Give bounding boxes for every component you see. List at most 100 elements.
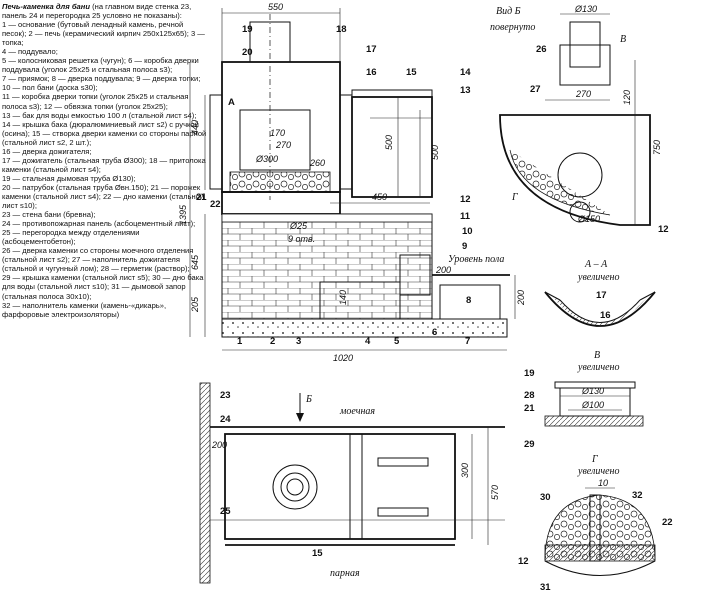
callout-2: 2	[270, 336, 275, 347]
dim-270: 270	[275, 140, 291, 150]
view-b-pipe	[569, 201, 591, 223]
callout-21-v: 21	[524, 403, 535, 414]
view-b-letter-v: В	[620, 34, 626, 45]
plan-burner-inner	[286, 478, 304, 496]
detail-g-subtitle: увеличено	[577, 466, 620, 477]
right-tab	[339, 94, 353, 190]
legend-item: 19 — стальная дымовая труба Ø130);	[2, 173, 136, 183]
main-dims: 550 440 1395 645 205 1020 Ø300 Ø25 9 отв…	[178, 2, 526, 363]
callout-23: 23	[220, 390, 231, 401]
left-tab	[209, 94, 223, 190]
callout-22: 22	[210, 199, 221, 210]
detail-v-d130: Ø130	[581, 386, 604, 396]
view-b-120: 120	[622, 90, 632, 105]
plan-arrow-head	[296, 413, 304, 422]
legend-item: 10 — пол бани (доска s30);	[2, 83, 98, 93]
legend-item: 29 — крышка каменки (стальной лист s5); …	[2, 273, 204, 301]
dim-205: 205	[190, 296, 200, 313]
legend-item: 4 — поддувало;	[2, 47, 58, 57]
section-aa-title: А – А	[584, 259, 608, 270]
legend-item: 23 — стена бани (бревна);	[2, 210, 96, 220]
dim-440: 440	[190, 120, 200, 135]
legend-item: 14 — крышка бака (дюралюминиевый лист s2…	[2, 119, 207, 147]
view-b-subtitle: повернуто	[490, 22, 535, 33]
callout-22-g: 22	[662, 517, 673, 528]
plan-handle-bottom	[377, 507, 429, 517]
legend-title: Печь-каменка для бани	[2, 2, 90, 11]
callout-16-aa: 16	[600, 310, 611, 321]
dim-200: 200	[435, 265, 451, 275]
legend-title-note: (на главном виде стенка 23, панель 24 и …	[2, 2, 192, 21]
section-aa: А – А увеличено 17 16	[544, 259, 656, 327]
dim-645: 645	[190, 254, 200, 270]
view-b-letter-g: Г	[511, 192, 518, 203]
plan-burner-outer	[272, 464, 318, 510]
plan-dim-570: 570	[490, 485, 500, 500]
section-aa-hatch	[552, 296, 648, 326]
legend-item: 1 — основание (бутовый ленадный камень, …	[2, 20, 205, 48]
view-b-stones	[509, 149, 611, 216]
dim-500b: 500	[430, 145, 440, 160]
dim-500a: 500	[384, 135, 394, 150]
section-aa-ends	[544, 291, 656, 301]
callout-19-v: 19	[524, 368, 535, 379]
detail-v-d100: Ø100	[581, 400, 604, 410]
view-b-750: 750	[652, 140, 662, 155]
callout-28: 28	[524, 390, 535, 401]
detail-v-title: В	[594, 350, 600, 361]
callout-29: 29	[524, 439, 535, 450]
detail-g-bar	[589, 494, 601, 562]
callout-18: 18	[336, 24, 347, 35]
legend-item: 24 — противопожарная панель (асбоцементн…	[2, 219, 196, 229]
callout-10: 10	[462, 226, 473, 237]
callout-11: 11	[460, 211, 471, 222]
section-aa-subtitle: увеличено	[577, 272, 620, 283]
callout-31: 31	[540, 582, 551, 593]
legend-item: 32 — наполнитель каменки (камень-«дикарь…	[2, 300, 167, 319]
callout-9: 9	[462, 241, 467, 252]
dim-140: 140	[338, 290, 348, 305]
pit-box	[439, 284, 501, 320]
detail-g-bottom	[544, 560, 656, 576]
callout-14: 14	[460, 67, 471, 78]
legend-item: 25 — перегородка между отделениями (асбо…	[2, 228, 140, 247]
firebox-frame	[221, 191, 341, 215]
legend-item: 11 — коробка дверки топки (уголок 25х25 …	[2, 92, 189, 111]
plan-dim-200: 200	[211, 440, 227, 450]
legend-item: 7 — приямок; 8 — дверка поддувала; 9 — д…	[2, 74, 201, 84]
callout-26: 26	[536, 44, 547, 55]
dim-holes: 9 отв.	[288, 234, 315, 244]
plan-label-top: моечная	[339, 406, 375, 417]
detail-g: Г увеличено 10 30 32 22 12 31	[518, 454, 673, 593]
view-b-d130: Ø130	[574, 4, 597, 14]
plan-dim-300: 300	[460, 463, 470, 478]
section-mark: А	[228, 97, 235, 108]
callout-32: 32	[632, 490, 643, 501]
callout-30: 30	[540, 492, 551, 503]
legend-item: 17 — дожигатель (стальная труба Ø300); 1…	[2, 155, 206, 174]
dim-170: 170	[270, 128, 285, 138]
callout-16: 16	[366, 67, 377, 78]
legend-item: 26 — дверка каменки со стороны моечного …	[2, 246, 194, 274]
main-callouts: 1 2 3 4 5 6 7 8 9 10 11 12 13 14 15 16 1…	[196, 24, 473, 347]
detail-v-subtitle: увеличено	[577, 362, 620, 373]
grate-line	[221, 213, 433, 223]
legend-item: 5 — колосниковая решетка (чугун); 6 — ко…	[2, 56, 199, 75]
callout-15-plan: 15	[312, 548, 323, 559]
view-b-270: 270	[575, 89, 591, 99]
dim-1020: 1020	[333, 353, 353, 363]
legend-item: 16 — дверка дожигателя;	[2, 146, 92, 156]
callout-8: 8	[466, 295, 471, 306]
plan-view: моечная парная Б 200 300 570 23 24 25 15	[199, 382, 505, 584]
dim-d25: Ø25	[289, 221, 308, 231]
callout-21: 21	[196, 192, 207, 203]
callout-12-b: 12	[658, 224, 669, 235]
plan-burner-mid	[280, 472, 310, 502]
view-b-d150: Ø150	[577, 214, 600, 224]
firebox-door	[399, 254, 431, 296]
detail-g-title: Г	[591, 454, 598, 465]
dim-450: 450	[372, 192, 387, 202]
plan-wall	[199, 382, 211, 584]
legend-item: 13 — бак для воды емкостью 100 л (стальн…	[2, 110, 197, 120]
callout-6: 6	[432, 327, 437, 338]
